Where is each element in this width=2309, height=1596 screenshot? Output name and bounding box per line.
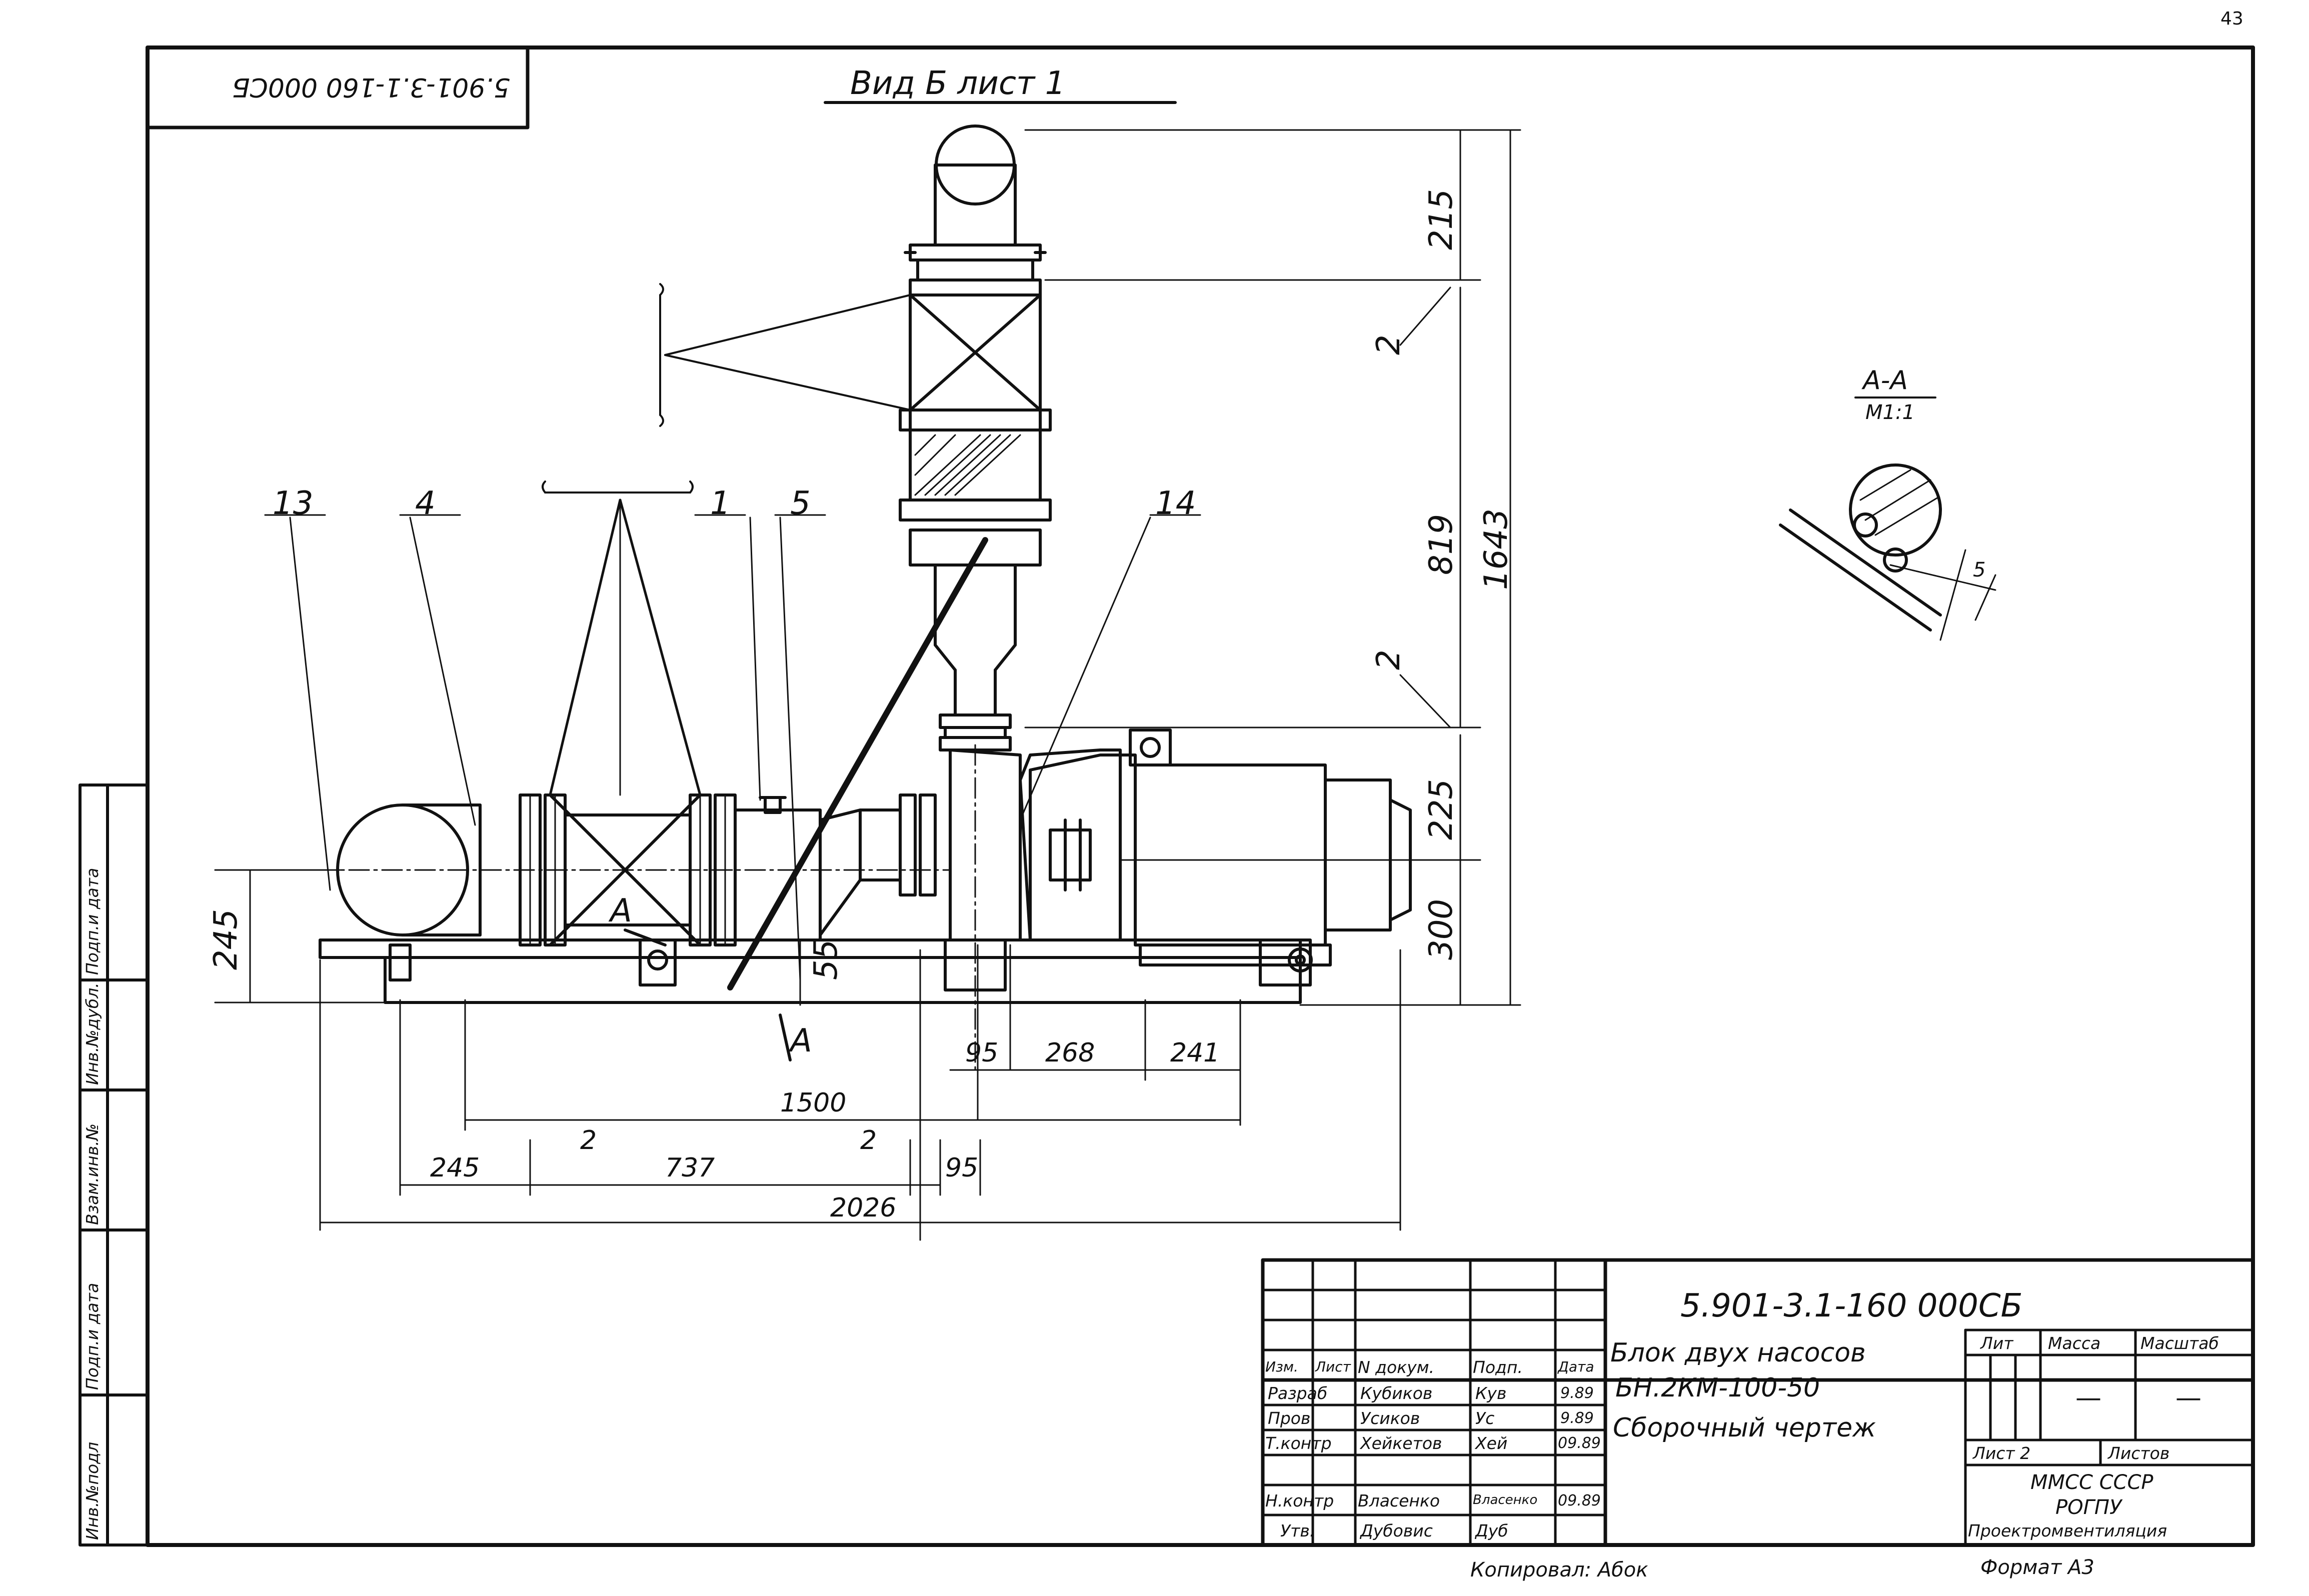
- callout-4: 4: [415, 485, 436, 522]
- tb-mass-value: —: [2075, 1383, 2101, 1413]
- callout-13: 13: [273, 485, 314, 522]
- code-box-rotated: [146, 46, 530, 130]
- tb-name-3: Хейкетов: [1360, 1434, 1442, 1453]
- section-scale: М1:1: [1865, 401, 1915, 424]
- tb-date-5: 09.89: [1558, 1492, 1601, 1510]
- title-block-grid: [1261, 1258, 2255, 1547]
- tb-role-5: Н.контр: [1265, 1491, 1334, 1510]
- dim-215: 215: [1423, 188, 1460, 250]
- callout-5: 5: [790, 485, 811, 522]
- tb-date-2: 9.89: [1560, 1410, 1594, 1427]
- section-detail: [1779, 396, 1996, 641]
- side-stamp-inv-dubl: Инв.№дубл.: [83, 982, 102, 1085]
- callout-leaders: [264, 514, 1201, 981]
- dim-819: 819: [1423, 514, 1460, 575]
- format-note: Формат А3: [1980, 1556, 2094, 1579]
- title-block-code: 5.901-3.1-160 000СБ: [1680, 1288, 2023, 1324]
- dimension-lines: [214, 129, 1521, 1241]
- tb-lit-label: Лит: [1980, 1334, 2013, 1353]
- side-stamp-inv-podl: Инв.№подл: [83, 1442, 102, 1540]
- dim-95-b: 95: [945, 1153, 979, 1183]
- dim-245-vertical: 245: [208, 908, 245, 970]
- tb-date-1: 9.89: [1560, 1384, 1594, 1402]
- side-stamp-vzam-inv: Взам.инв.№: [83, 1123, 102, 1225]
- section-title: А-А: [1863, 366, 1908, 396]
- tb-date-3: 09.89: [1558, 1434, 1601, 1452]
- tb-header-doc: N докум.: [1358, 1358, 1435, 1377]
- dim-1643: 1643: [1478, 508, 1515, 590]
- tb-org-2: РОГПУ: [2055, 1496, 2122, 1519]
- tb-role-2: Пров: [1268, 1408, 1311, 1428]
- tb-name-6: Дубовис: [1360, 1521, 1433, 1540]
- side-stamp-podp-data-1: Подп.и дата: [83, 1282, 102, 1390]
- callout-14: 14: [1155, 485, 1196, 522]
- title-block-name-2: БН.2КМ-100-50: [1615, 1373, 1820, 1403]
- tb-mass-label: Масса: [2048, 1334, 2101, 1353]
- pump-assembly: [319, 124, 1412, 1004]
- section-dim: 5: [1973, 558, 1986, 582]
- tb-header-list: Лист: [1315, 1358, 1351, 1375]
- tb-sign-3: Хей: [1475, 1434, 1508, 1453]
- tb-scale-label: Масштаб: [2140, 1334, 2219, 1353]
- tb-org-3: Проектромвентиляция: [1968, 1521, 2167, 1540]
- tb-name-5: Власенко: [1358, 1491, 1440, 1510]
- view-title: Вид Б лист 1: [850, 65, 1066, 102]
- kopiroval-note: Копировал: Абок: [1470, 1558, 1648, 1582]
- page-number: 43: [2220, 8, 2243, 29]
- dim-241: 241: [1170, 1038, 1220, 1068]
- drawing-code-rotated: 5.901-3.1-160 000СБ: [232, 72, 510, 102]
- section-mark-top: А: [610, 892, 632, 930]
- callout-1: 1: [710, 485, 731, 522]
- dim-268: 268: [1045, 1038, 1095, 1068]
- tb-role-1: Разраб: [1268, 1384, 1328, 1403]
- tb-role-3: Т.контр: [1265, 1434, 1332, 1453]
- tb-role-6: Утв.: [1280, 1521, 1315, 1540]
- tb-sheets-label: Листов: [2108, 1444, 2170, 1463]
- tb-sheet-label: Лист 2: [1973, 1444, 2031, 1463]
- dim-225: 225: [1423, 778, 1460, 840]
- side-stamp-podp-data-2: Подп.и дата: [83, 868, 102, 975]
- tb-header-data: Дата: [1558, 1358, 1594, 1375]
- tb-sign-1: Кув: [1475, 1384, 1507, 1403]
- tb-header-izm: Изм.: [1265, 1358, 1298, 1375]
- dim-2a: 2: [1370, 334, 1407, 355]
- dim-2026: 2026: [830, 1193, 897, 1223]
- tb-sign-2: Ус: [1475, 1408, 1495, 1428]
- dim-300: 300: [1423, 898, 1460, 960]
- dim-55: 55: [808, 939, 845, 980]
- tb-sign-6: Дуб: [1475, 1521, 1508, 1540]
- side-stamp-frame: [79, 784, 149, 1546]
- dim-245-horizontal: 245: [430, 1153, 480, 1183]
- title-block-name-1: Блок двух насосов: [1610, 1338, 1866, 1368]
- dim-2b: 2: [1370, 650, 1407, 670]
- title-block-name-3: Сборочный чертеж: [1613, 1413, 1876, 1443]
- dim-2d: 2: [860, 1126, 877, 1156]
- dim-95-a: 95: [965, 1038, 999, 1068]
- tb-name-1: Кубиков: [1360, 1384, 1433, 1403]
- tb-scale-value: —: [2175, 1383, 2201, 1413]
- tb-sign-5: Власенко: [1473, 1492, 1538, 1508]
- dim-2c: 2: [580, 1126, 597, 1156]
- dim-1500: 1500: [780, 1088, 847, 1118]
- tb-header-podp: Подп.: [1473, 1358, 1523, 1377]
- dim-737: 737: [665, 1153, 715, 1183]
- section-mark-bottom: А: [790, 1022, 812, 1060]
- tb-name-2: Усиков: [1360, 1408, 1420, 1428]
- tb-org-1: ММСС СССР: [2030, 1471, 2153, 1494]
